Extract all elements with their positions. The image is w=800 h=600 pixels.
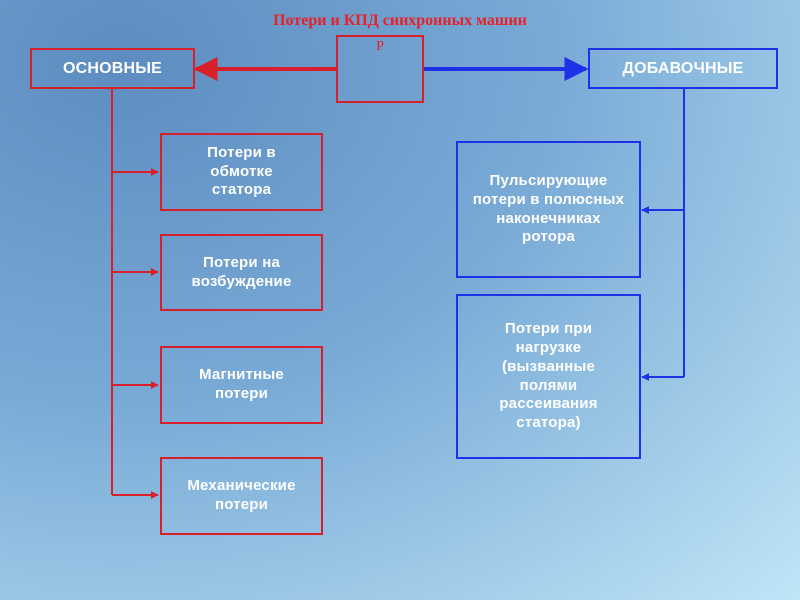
mechanical-losses-box: Механические потери <box>160 457 323 535</box>
pole-shoe-losses-box: Пульсирующие потери в полюсных наконечни… <box>456 141 641 278</box>
power-label: Р <box>376 39 384 54</box>
excitation-losses-box: Потери на возбуждение <box>160 234 323 311</box>
additional-losses-header: ДОБАВОЧНЫЕ <box>588 48 778 89</box>
main-losses-header: ОСНОВНЫЕ <box>30 48 195 89</box>
power-box: Р <box>336 35 424 103</box>
stator-winding-losses-box: Потери в обмотке статора <box>160 133 323 211</box>
page-title: Потери и КПД синхронных машин <box>273 12 527 29</box>
load-losses-box: Потери при нагрузке (вызванные полями ра… <box>456 294 641 459</box>
magnetic-losses-box: Магнитные потери <box>160 346 323 424</box>
